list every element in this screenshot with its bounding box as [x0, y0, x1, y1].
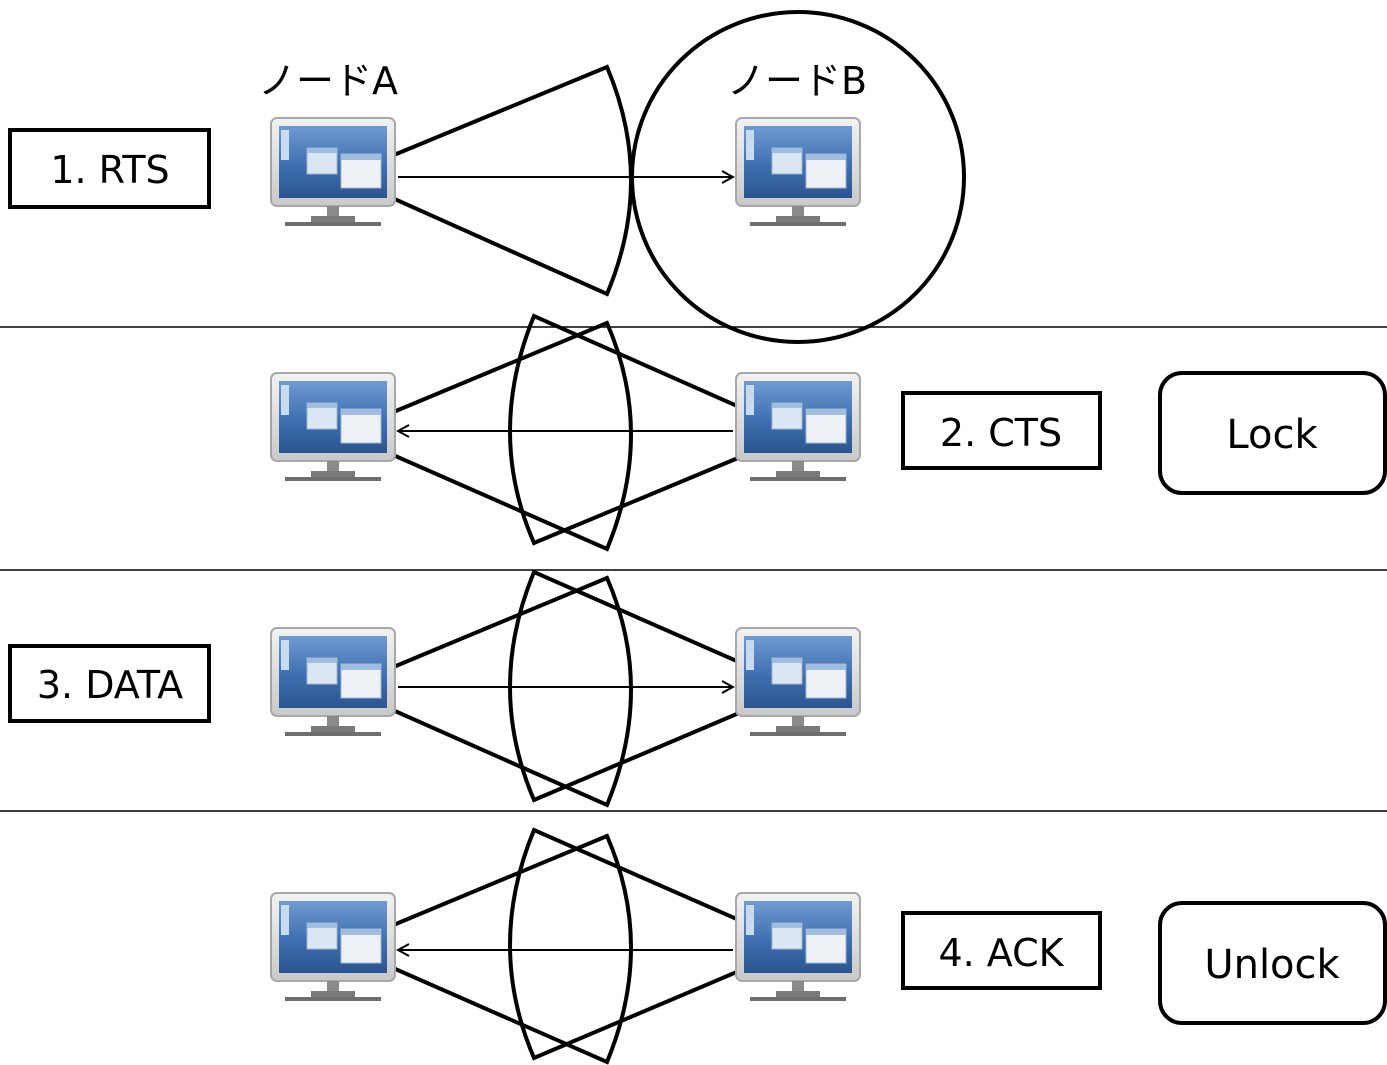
step-label-box [901, 391, 1102, 470]
computer-icon [270, 627, 396, 737]
step-label-box [901, 911, 1102, 990]
computer-icon [735, 892, 861, 1002]
node-b-title: ノードB [727, 59, 867, 103]
step-label: 3. DATA [37, 663, 183, 707]
unlock-badge-label: Unlock [1204, 942, 1340, 988]
step-label-box [8, 128, 211, 209]
node-b-range-shape [508, 827, 804, 1061]
step-label: 2. CTS [940, 411, 1062, 455]
node-a-title: ノードA [258, 59, 398, 103]
node-a-range-shape [337, 320, 633, 552]
computer-icon [735, 117, 861, 227]
lock-badge [1158, 371, 1387, 495]
node-a-range-shape [337, 575, 633, 808]
step-rts: 1. RTS [8, 10, 966, 344]
node-a-range-shape [337, 833, 633, 1065]
computer-icon [735, 372, 861, 482]
step-data: 3. DATA [8, 569, 861, 808]
computer-icon [270, 117, 396, 227]
step-label: 1. RTS [50, 148, 169, 192]
computer-icon [270, 372, 396, 482]
row-dividers [0, 326, 1387, 812]
step-label: 4. ACK [938, 931, 1064, 975]
unlock-badge [1158, 901, 1387, 1025]
lock-badge-label: Lock [1226, 412, 1318, 458]
step-label-box [8, 644, 211, 723]
step-cts: 2. CTS Lock [270, 313, 1387, 552]
step-ack: 4. ACK Unlock [270, 827, 1387, 1065]
computer-icon [735, 627, 861, 737]
computer-icon [270, 892, 396, 1002]
